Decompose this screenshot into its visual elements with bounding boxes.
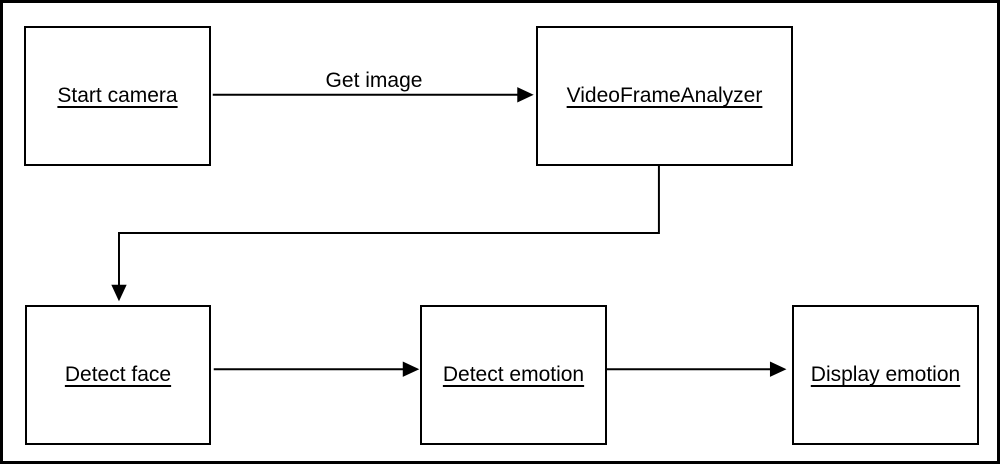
node-label: Start camera bbox=[57, 84, 178, 108]
node-video-frame-analyzer[interactable]: VideoFrameAnalyzer bbox=[536, 26, 793, 166]
node-label: Detect emotion bbox=[442, 363, 585, 387]
arrowhead-down-icon bbox=[111, 284, 127, 302]
node-label: Display emotion bbox=[810, 363, 961, 387]
node-detect-face[interactable]: Detect face bbox=[25, 305, 211, 445]
node-label: Detect face bbox=[64, 363, 172, 387]
edge-line bbox=[118, 163, 660, 287]
arrowhead-right-icon bbox=[517, 87, 534, 103]
edge-detect-face-to-detect-emotion bbox=[213, 361, 420, 377]
arrowhead-right-icon bbox=[769, 361, 787, 377]
node-detect-emotion[interactable]: Detect emotion bbox=[420, 305, 607, 445]
node-start-camera[interactable]: Start camera bbox=[24, 26, 211, 166]
node-display-emotion[interactable]: Display emotion bbox=[792, 305, 979, 445]
node-label: VideoFrameAnalyzer bbox=[566, 84, 763, 108]
edge-detect-emotion-to-display-emotion bbox=[604, 361, 787, 377]
edge-label-get-image: Get image bbox=[322, 69, 426, 93]
edge-video-frame-analyzer-to-detect-face bbox=[111, 163, 660, 302]
arrowhead-right-icon bbox=[402, 361, 420, 377]
